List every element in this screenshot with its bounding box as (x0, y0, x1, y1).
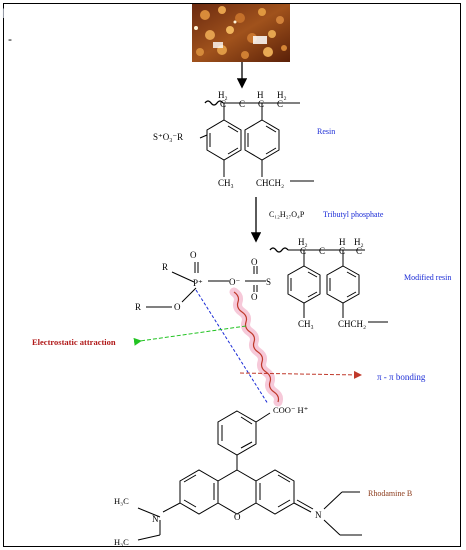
ghost-artifact: | (2, 8, 5, 19)
sulfonyl-o-top: O (251, 257, 258, 267)
iminium-n-right: N (315, 510, 322, 520)
resin-c3: C (258, 99, 264, 109)
mod-c2: C (319, 246, 325, 256)
p-r-top: R (162, 262, 168, 272)
figure-border (3, 3, 461, 547)
carboxylate: COO⁻ H⁺ (273, 405, 308, 415)
resin-h2-left: H₂ (218, 90, 228, 100)
wavy-bond (233, 291, 280, 403)
electrostatic-arrow (133, 325, 247, 346)
pi-bonding-arrow (239, 370, 362, 379)
mod-c1: C (300, 246, 306, 256)
phosphoryl-o: O (190, 250, 197, 260)
resin-sulfonate: S⁺O₃⁻R (153, 132, 183, 142)
label-electrostatic-attraction: Electrostatic attraction (32, 337, 116, 347)
mod-c4: C (356, 246, 362, 256)
label-modified-resin: Modified resin (404, 273, 451, 282)
mod-ch3: CH₃ (298, 319, 314, 329)
resin-c1: C (220, 99, 226, 109)
amine-n-left: N (152, 514, 159, 524)
mod-c3: C (339, 246, 345, 256)
resin-chch2: CHCH₂ (256, 178, 284, 188)
xanthene-o: O (234, 512, 241, 522)
sulfonate-o-minus: O⁻ (229, 277, 240, 287)
ester-o: O (174, 302, 181, 312)
h3c-bottom: H₃C (114, 537, 129, 547)
label-pi-pi-bonding: π - π bonding (377, 372, 426, 382)
resin-h2-right: H₂ (277, 90, 287, 100)
rhodamine-b-structure (137, 410, 362, 541)
mod-h2-right: H₂ (354, 237, 364, 247)
mod-h2-left: H₂ (298, 237, 308, 247)
label-resin: Resin (317, 127, 335, 136)
phosphorus-cation: P⁺ (193, 278, 203, 288)
mod-chch2: CHCH₂ (338, 319, 366, 329)
resin-beads-photo (192, 4, 290, 62)
h3c-top: H₃C (114, 496, 129, 506)
blue-dashed-line (195, 289, 269, 405)
label-rhodamine-b: Rhodamine B (368, 489, 412, 498)
resin-c4: C (277, 99, 283, 109)
sulfur: S (266, 277, 271, 287)
resin-h: H (257, 90, 264, 100)
stray-mark: - (8, 32, 12, 46)
resin-structure (199, 100, 314, 182)
tbp-formula: C₁₂H₂₇O₄P (269, 210, 305, 219)
p-r-bottom: R (135, 302, 141, 312)
label-tributyl-phosphate: Tributyl phosphate (323, 210, 384, 219)
mod-h: H (339, 237, 346, 247)
resin-ch3: CH₃ (218, 178, 234, 188)
modified-resin-structure (146, 247, 388, 323)
resin-c2: C (239, 99, 245, 109)
sulfonyl-o-bottom: O (251, 292, 258, 302)
